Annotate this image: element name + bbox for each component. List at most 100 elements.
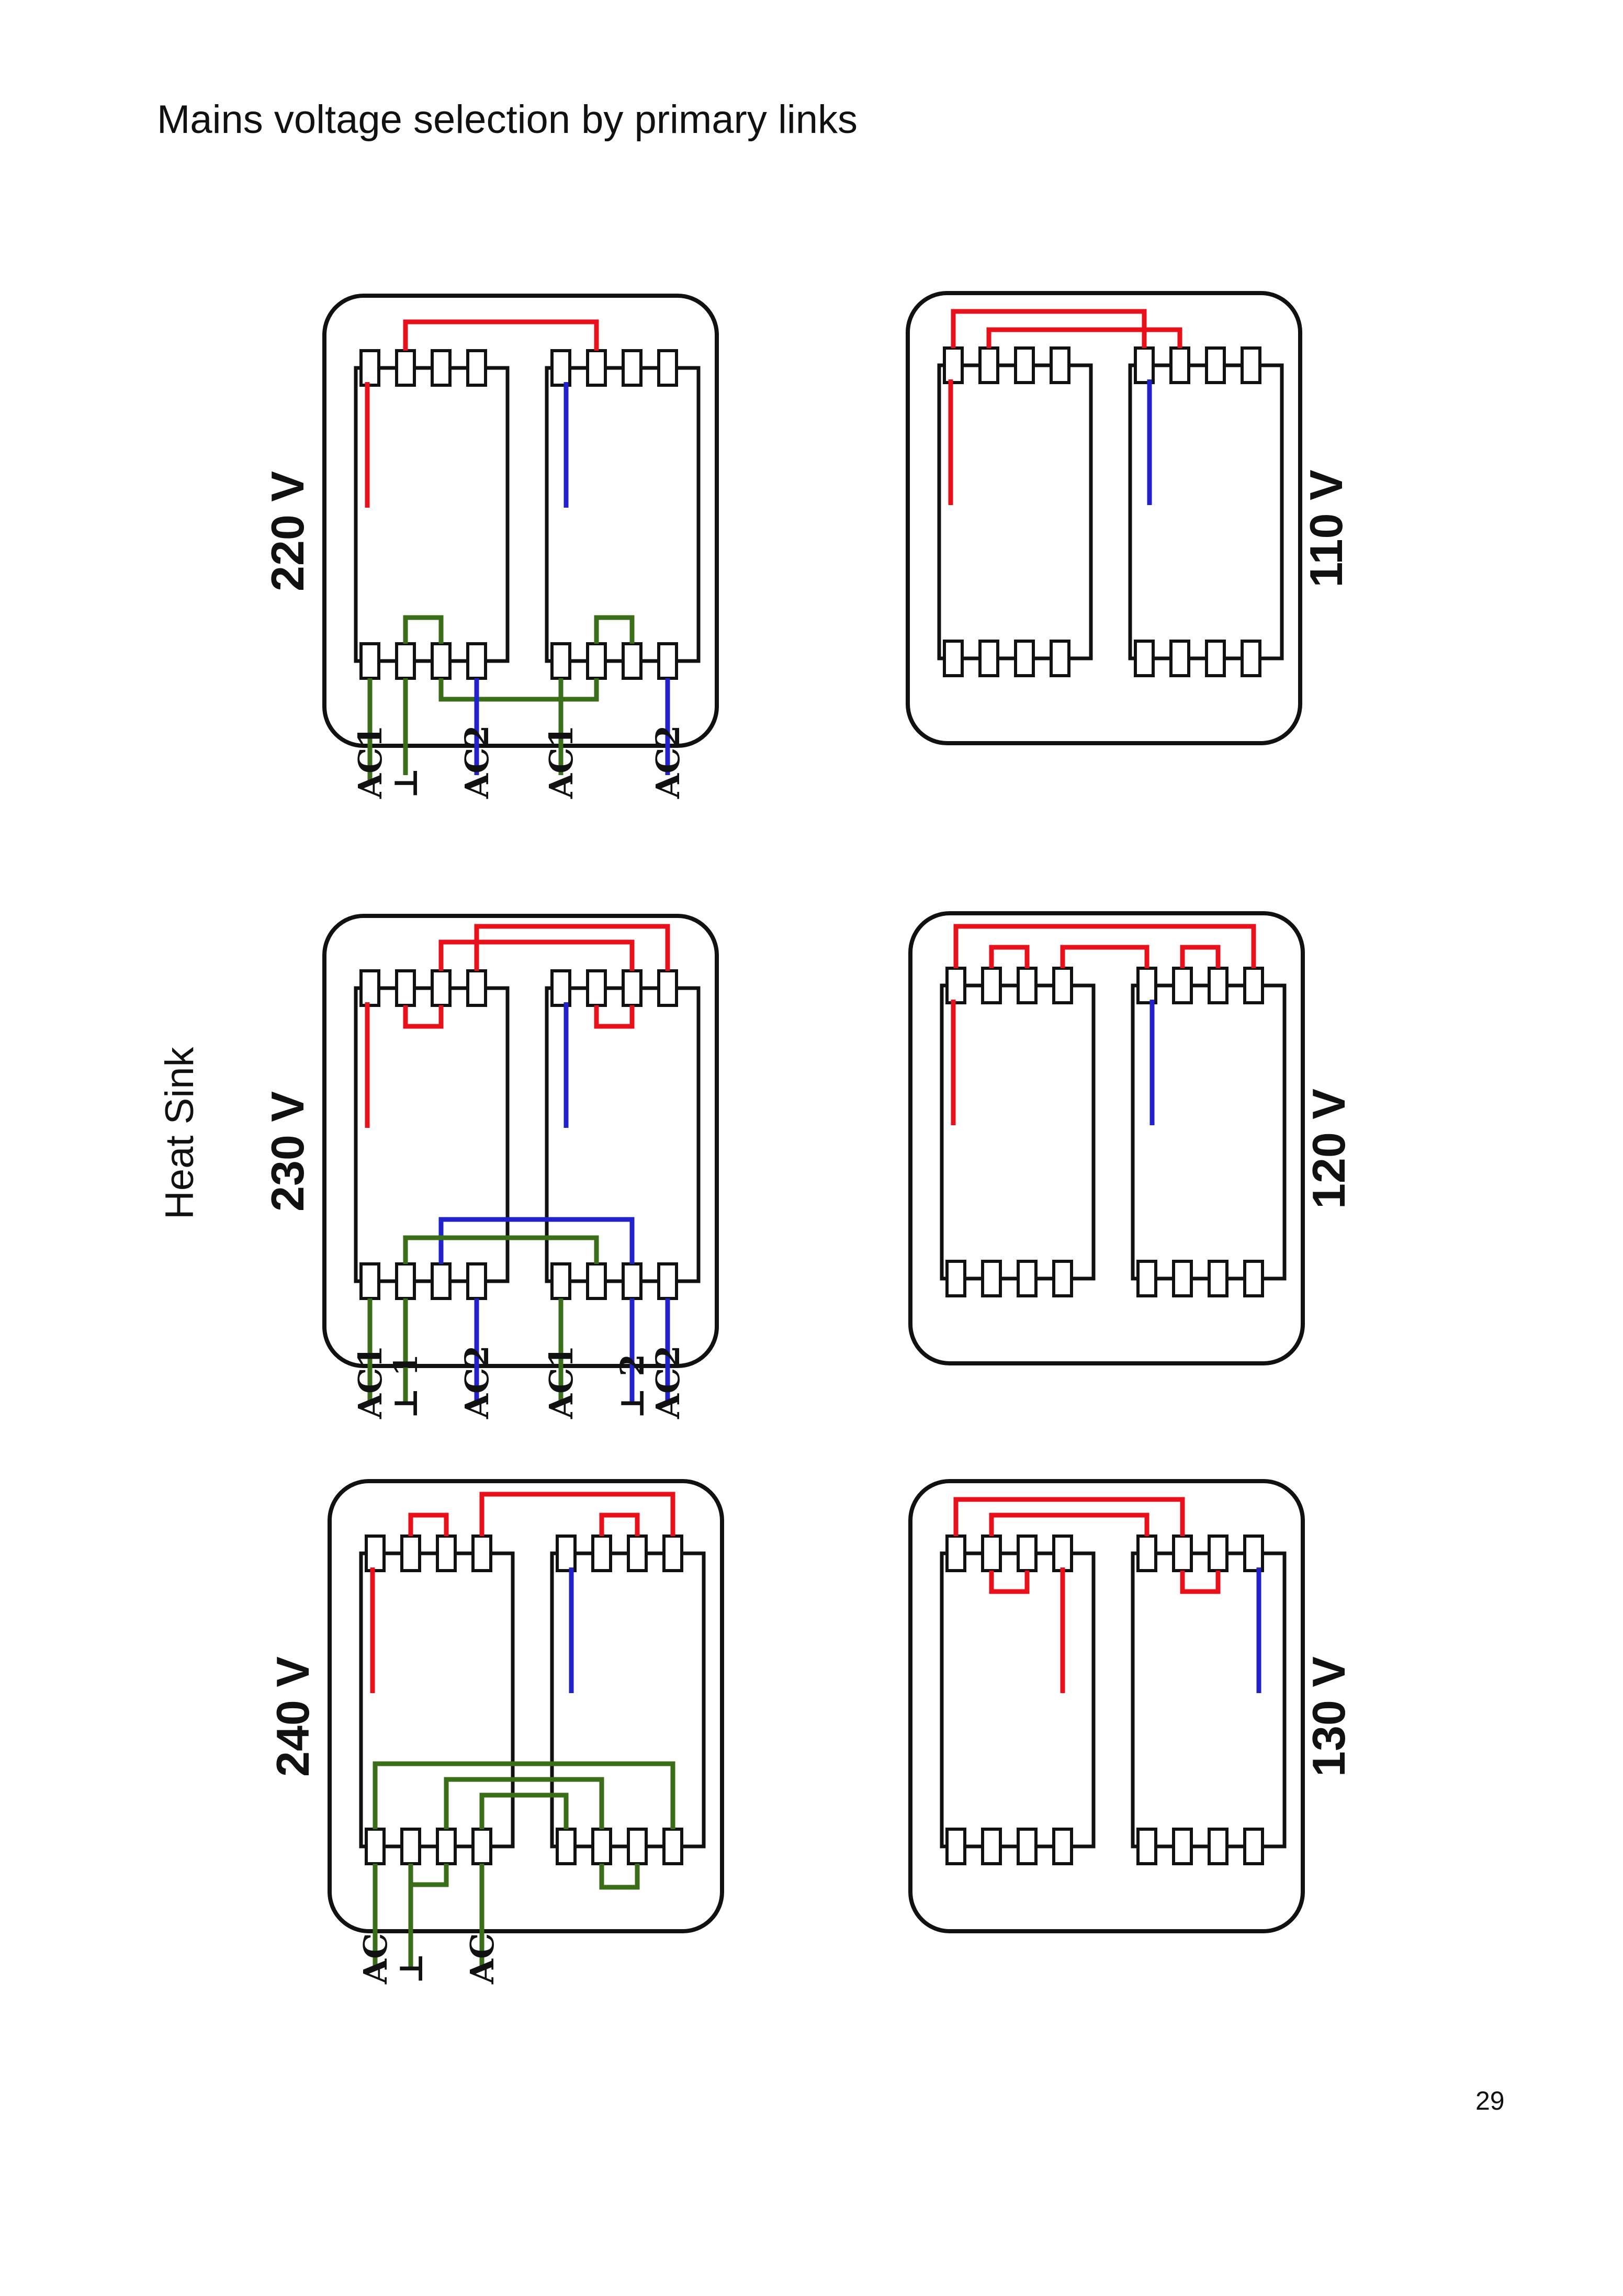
- terminal: [395, 1262, 416, 1300]
- terminal: [550, 642, 571, 680]
- terminal: [1050, 640, 1070, 677]
- terminal: [395, 349, 416, 387]
- green-link: [403, 615, 444, 644]
- terminal-label: ⊥: [387, 767, 425, 799]
- green-link: [594, 615, 635, 644]
- voltage-label: 110 V: [1300, 469, 1352, 587]
- coil-body: [1131, 1551, 1287, 1849]
- terminal: [1136, 1535, 1157, 1572]
- terminal: [622, 1262, 643, 1300]
- terminal: [627, 1535, 648, 1572]
- red-link: [479, 1492, 675, 1536]
- terminal: [657, 642, 678, 680]
- terminal-strip-bottom: [550, 642, 678, 680]
- terminal: [945, 1260, 966, 1297]
- terminal: [395, 642, 416, 680]
- terminal: [1050, 346, 1070, 384]
- terminal: [945, 1828, 966, 1865]
- terminal: [945, 1535, 966, 1572]
- panel-frame: [908, 1479, 1305, 1933]
- page-title: Mains voltage selection by primary links: [157, 97, 858, 142]
- red-link: [1180, 1571, 1221, 1594]
- terminal: [978, 346, 999, 384]
- terminal: [657, 349, 678, 387]
- terminal: [622, 349, 643, 387]
- terminal: [981, 1260, 1002, 1297]
- terminal: [1052, 967, 1073, 1004]
- terminal-strip-top: [943, 346, 1070, 384]
- green-link: [444, 1777, 604, 1829]
- terminal: [556, 1828, 577, 1865]
- panel-frame: [322, 294, 719, 748]
- terminal: [1172, 1535, 1193, 1572]
- red-link: [474, 924, 670, 971]
- coil-body: [1128, 363, 1284, 660]
- terminal: [1052, 1828, 1073, 1865]
- red-link: [989, 1513, 1149, 1536]
- terminal-label: AC2: [458, 1345, 496, 1419]
- red-link: [953, 1497, 1185, 1536]
- terminal-strip-bottom: [359, 642, 487, 680]
- panel-110v: 110 V: [906, 291, 1352, 745]
- coil-body: [940, 1551, 1096, 1849]
- panel-frame: [906, 291, 1302, 745]
- terminal: [365, 1828, 386, 1865]
- terminal: [1052, 1535, 1073, 1572]
- terminal-strip-top: [365, 1535, 492, 1572]
- terminal: [550, 349, 571, 387]
- terminal: [1205, 346, 1226, 384]
- panel-240v: 240 VAC⊥AC: [267, 1479, 724, 1985]
- coil-body: [550, 1551, 706, 1849]
- green-link: [408, 1864, 449, 1887]
- terminal: [1243, 1828, 1264, 1865]
- terminal-label: AC1: [351, 725, 389, 799]
- red-link: [989, 945, 1030, 968]
- terminal: [662, 1828, 683, 1865]
- terminal: [657, 1262, 678, 1300]
- red-link: [1180, 945, 1221, 968]
- link-wires: [951, 924, 1256, 1125]
- terminal-strip-bottom: [556, 1828, 683, 1865]
- terminal: [586, 349, 607, 387]
- terminal: [400, 1828, 421, 1865]
- green-link: [438, 678, 599, 702]
- terminal: [943, 640, 964, 677]
- voltage-label: 120 V: [1303, 1089, 1355, 1209]
- terminal: [466, 1262, 487, 1300]
- green-link: [403, 1235, 599, 1264]
- terminal: [550, 969, 571, 1007]
- terminal-label: AC: [356, 1933, 395, 1985]
- red-link: [594, 1005, 635, 1029]
- terminal: [436, 1828, 457, 1865]
- terminal-strip-bottom: [945, 1828, 1073, 1865]
- terminal: [359, 349, 380, 387]
- terminal: [365, 1535, 386, 1572]
- terminal-label: AC1: [351, 1345, 389, 1419]
- terminal: [1208, 1260, 1228, 1297]
- red-link: [438, 939, 635, 971]
- terminal-strip-bottom: [1134, 640, 1261, 677]
- terminal-label: AC1: [542, 1345, 580, 1419]
- coil-body: [937, 363, 1093, 660]
- terminal: [943, 346, 964, 384]
- terminal: [1172, 967, 1193, 1004]
- link-wires: [370, 1492, 675, 1968]
- terminal: [466, 969, 487, 1007]
- terminal: [395, 969, 416, 1007]
- link-wires: [365, 924, 670, 1403]
- terminal: [1017, 1828, 1038, 1865]
- terminal: [1241, 640, 1261, 677]
- terminal-label: ⊥ 2: [613, 1354, 651, 1419]
- terminal-strip-bottom: [1136, 1828, 1264, 1865]
- link-wires: [365, 319, 670, 783]
- terminal: [657, 969, 678, 1007]
- terminal-strip-top: [550, 349, 678, 387]
- terminal: [1208, 1828, 1228, 1865]
- terminal-label: AC2: [649, 1345, 687, 1419]
- terminal-strip-top: [359, 969, 487, 1007]
- terminal: [1134, 346, 1155, 384]
- terminal: [1208, 967, 1228, 1004]
